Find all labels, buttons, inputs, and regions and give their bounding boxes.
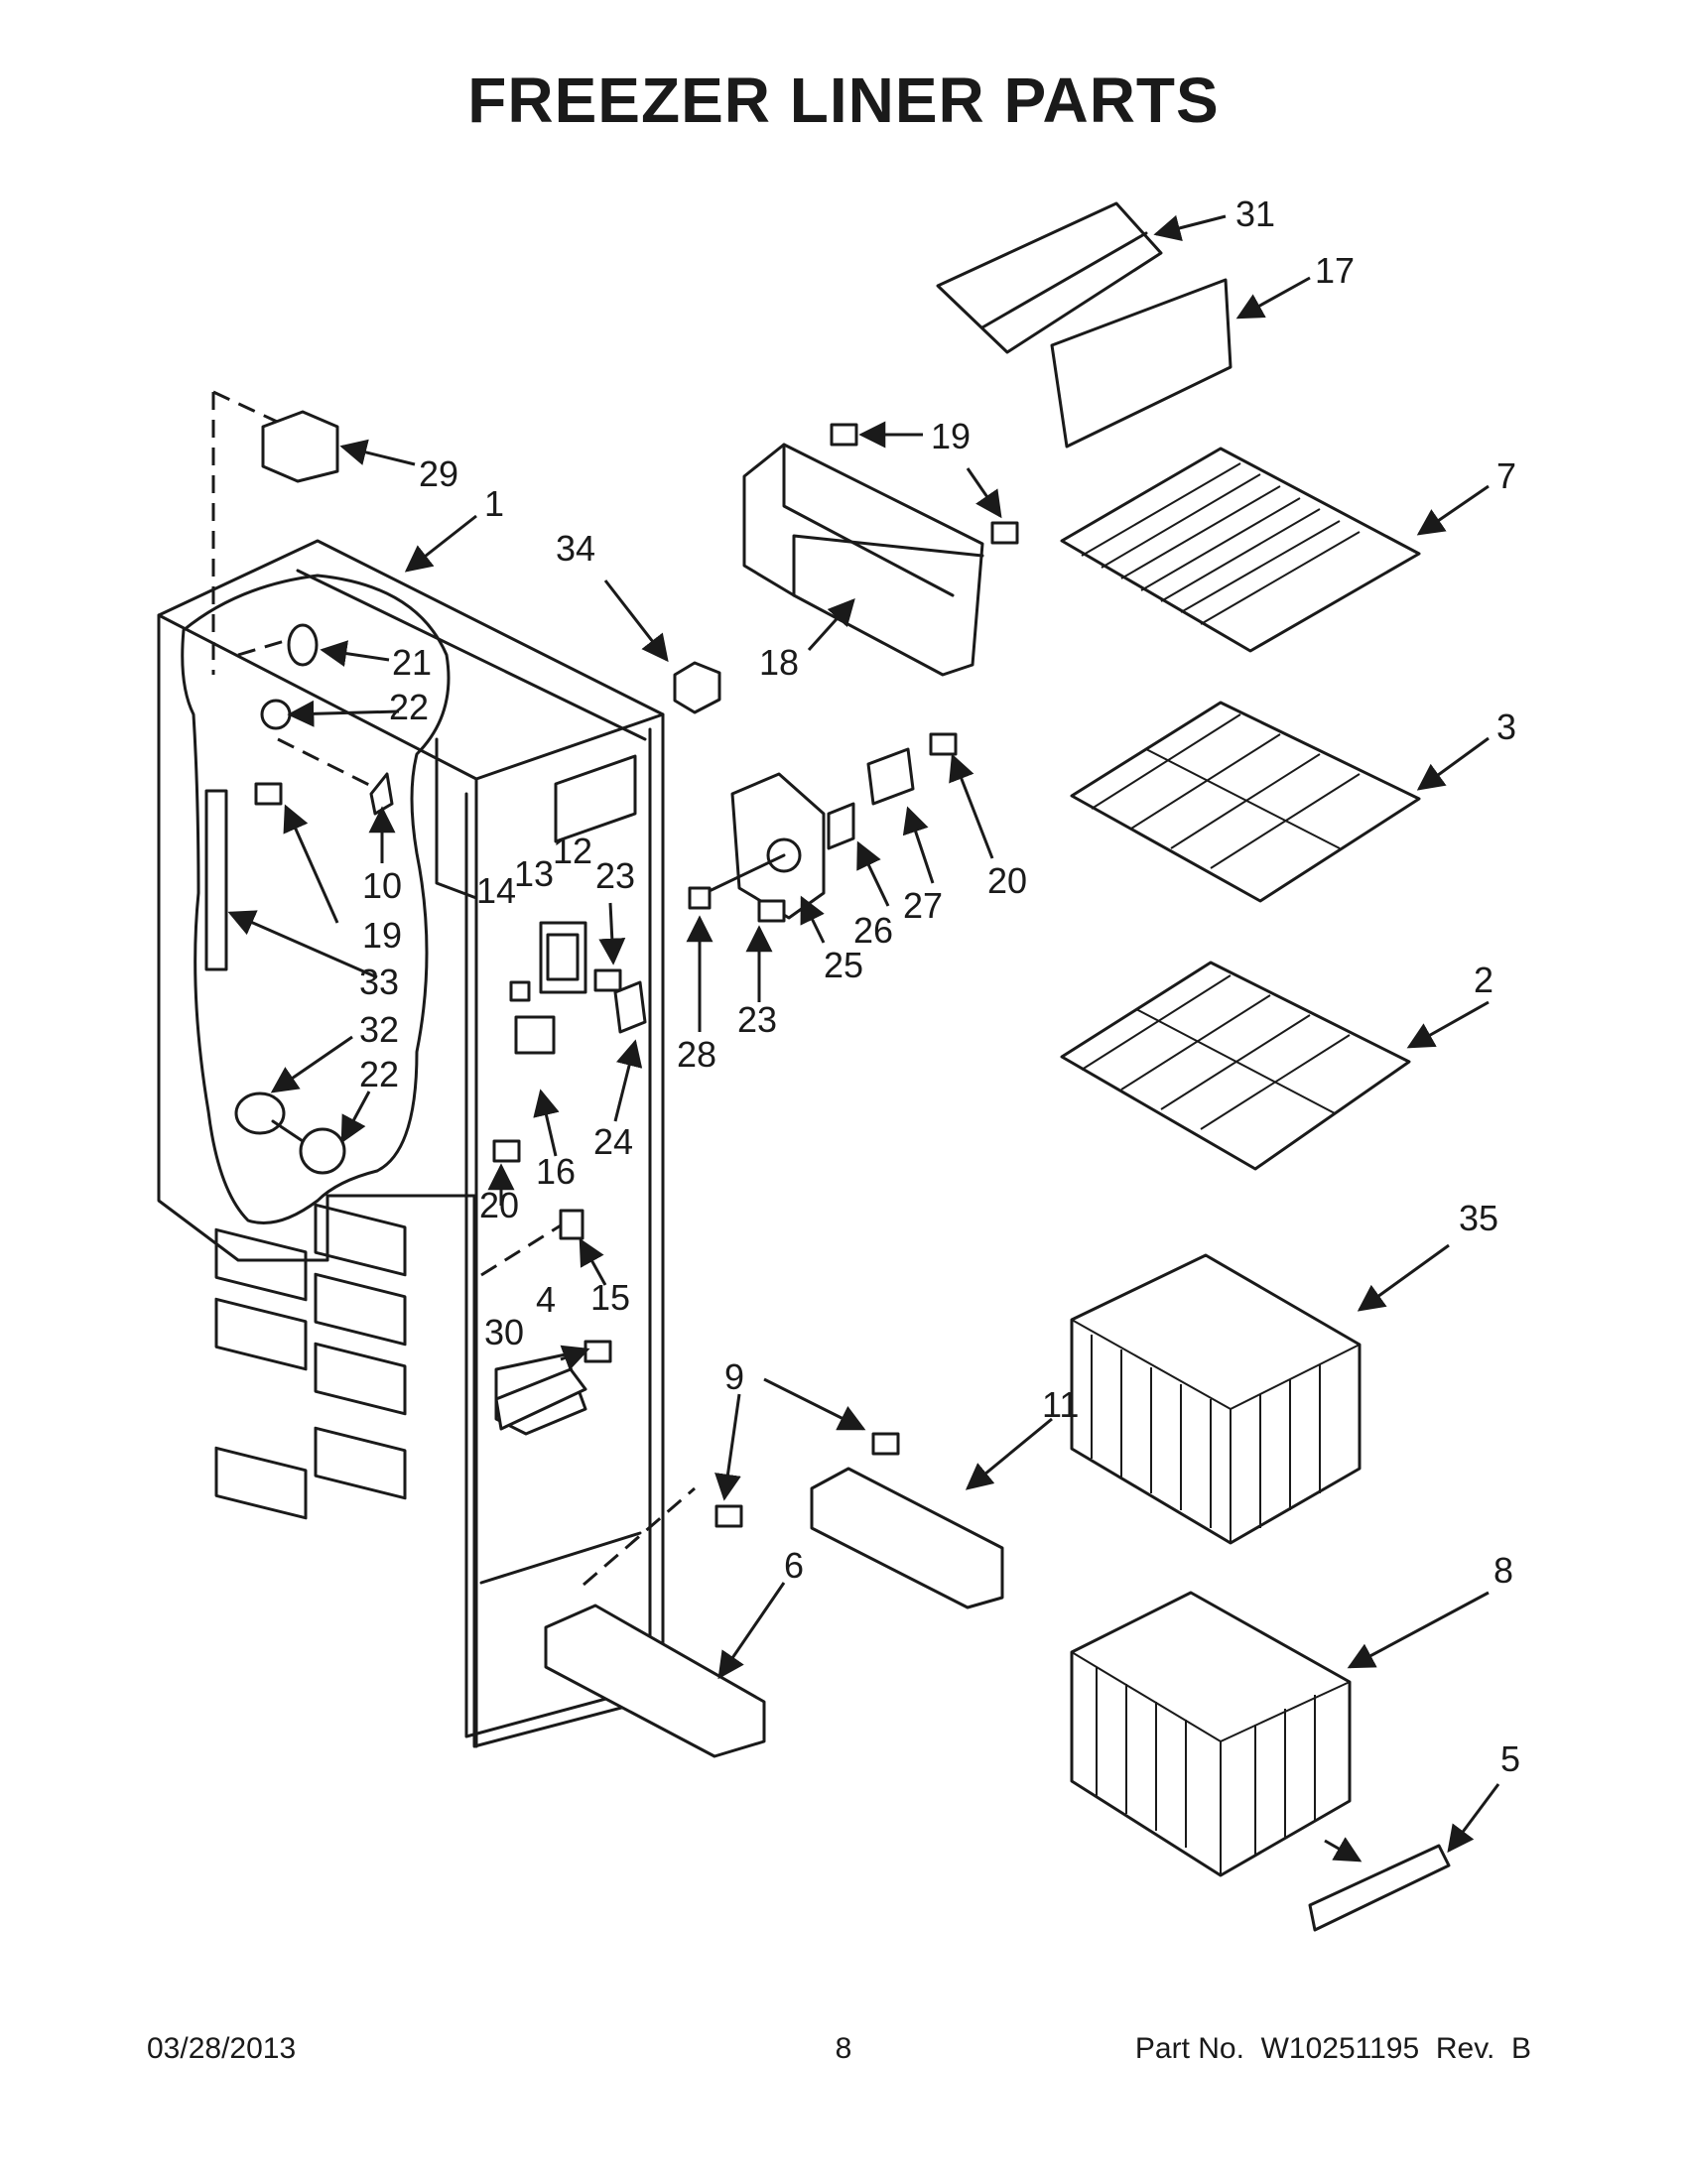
callout-5: 5 — [1500, 1738, 1520, 1779]
freezer-liner-part — [157, 539, 665, 1748]
damper-part — [494, 1367, 587, 1431]
callout-11: 11 — [1042, 1384, 1079, 1425]
callout-33: 33 — [359, 962, 399, 1002]
callout-31: 31 — [1235, 193, 1275, 234]
callout-9: 9 — [724, 1356, 744, 1397]
callout-19: 19 — [931, 416, 971, 456]
callout-34: 34 — [556, 528, 595, 569]
callout-24: 24 — [593, 1121, 633, 1162]
footer-date: 03/28/2013 — [147, 2032, 297, 2065]
callout-14: 14 — [476, 870, 516, 911]
callout-2: 2 — [1474, 960, 1493, 1000]
callout-16: 16 — [536, 1151, 576, 1192]
callout-18: 18 — [759, 642, 799, 683]
shelf-support-parts — [742, 201, 1233, 677]
callout-25: 25 — [824, 945, 863, 985]
clip-part — [261, 410, 339, 483]
callout-17: 17 — [1315, 250, 1355, 291]
callout-3: 3 — [1496, 707, 1516, 747]
callout-27: 27 — [903, 885, 943, 926]
callout-26: 26 — [853, 910, 893, 951]
callout-1: 1 — [484, 483, 504, 524]
crisper-track-parts — [544, 1467, 1004, 1758]
callout-30: 30 — [484, 1312, 524, 1352]
wire-basket-parts — [1070, 1253, 1451, 1932]
screw-parts — [254, 423, 1019, 1528]
callout-leaders — [227, 214, 1500, 1863]
callout-22: 22 — [389, 687, 429, 727]
callout-15: 15 — [590, 1277, 630, 1318]
callout-23b: 23 — [737, 999, 777, 1040]
footer-page-number: 8 — [835, 2032, 852, 2065]
callout-20: 20 — [987, 860, 1027, 901]
callout-23: 23 — [595, 855, 635, 896]
callout-8: 8 — [1493, 1550, 1513, 1591]
wire-shelf-parts — [1060, 447, 1421, 1171]
callout-13: 13 — [514, 853, 554, 894]
callout-28: 28 — [677, 1034, 716, 1075]
callout-21: 21 — [392, 642, 432, 683]
callout-10: 10 — [362, 865, 402, 906]
callout-22b: 22 — [359, 1054, 399, 1094]
callout-labels: 31 17 29 19 1 7 34 21 18 22 3 20 10 14 1… — [359, 193, 1520, 1779]
callout-20b: 20 — [479, 1185, 519, 1225]
footer-part-number: Part No. W10251195 Rev. B — [1134, 2032, 1531, 2065]
callout-29: 29 — [419, 453, 458, 494]
callout-7: 7 — [1496, 455, 1516, 496]
callout-19b: 19 — [362, 915, 402, 956]
bracket-part — [673, 661, 721, 714]
callout-4: 4 — [536, 1279, 556, 1320]
callout-35: 35 — [1459, 1198, 1498, 1238]
page-title: FREEZER LINER PARTS — [467, 64, 1220, 136]
callout-6: 6 — [784, 1545, 804, 1586]
control-housing-parts — [688, 747, 915, 920]
callout-32: 32 — [359, 1009, 399, 1050]
callout-12: 12 — [553, 831, 592, 871]
